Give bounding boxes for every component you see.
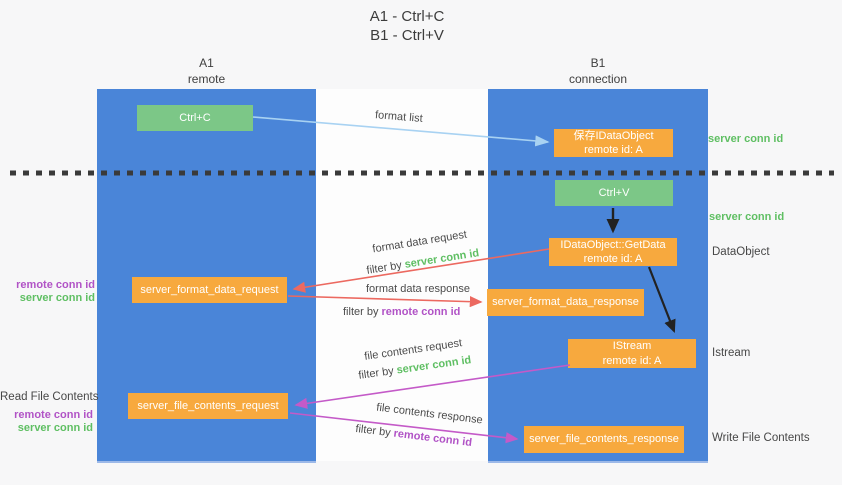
- left-server-conn-id-top: server conn id: [19, 292, 95, 305]
- left-remote-conn-id-top: remote conn id: [16, 279, 95, 291]
- lifeline-b1-role: connection: [568, 71, 628, 86]
- label-istream: Istream: [712, 347, 751, 359]
- title-line-1: A1 - Ctrl+C: [369, 8, 445, 25]
- node-server-file-contents-request: server_file_contents_request: [128, 393, 288, 419]
- node-server-format-data-request: server_format_data_request: [132, 277, 287, 303]
- filter-by-text: filter by: [343, 306, 382, 318]
- diagram-title: A1 - Ctrl+C B1 - Ctrl+V: [307, 8, 507, 46]
- left-server-conn-id-bottom: server conn id: [17, 422, 93, 435]
- lifeline-header-a1: A1 remote: [97, 56, 316, 87]
- node-istream: IStream remote id: A: [568, 339, 696, 368]
- left-remote-conn-id-bottom: remote conn id: [14, 409, 93, 421]
- label-write-file-contents: Write File Contents: [712, 432, 810, 444]
- node-save-idataobject-line2: remote id: A: [584, 144, 643, 156]
- node-ctrl-c: Ctrl+C: [137, 105, 253, 131]
- lifeline-a1-name: A1: [199, 56, 214, 70]
- node-istream-line1: IStream: [612, 340, 652, 353]
- lifeline-b1-name: B1: [590, 56, 606, 70]
- lifeline-header-b1: B1 connection: [488, 56, 708, 87]
- node-server-format-data-response: server_format_data_response: [487, 289, 644, 316]
- right-server-conn-id-top: server conn id: [708, 133, 784, 145]
- title-line-2: B1 - Ctrl+V: [370, 26, 444, 44]
- left-conn-id-block-top: remote conn id server conn id: [0, 279, 95, 305]
- label-format-data-response: format data response: [366, 283, 470, 295]
- lifeline-a1-role: remote: [187, 71, 226, 86]
- node-ctrl-v: Ctrl+V: [555, 180, 673, 206]
- node-save-idataobject: 保存IDataObject remote id: A: [554, 129, 673, 157]
- node-idataobject-getdata: IDataObject::GetData remote id: A: [549, 238, 677, 266]
- right-server-conn-id-mid: server conn id: [709, 211, 785, 223]
- node-idataobject-getdata-line1: IDataObject::GetData: [560, 238, 666, 251]
- remote-conn-id-text: remote conn id: [381, 306, 461, 318]
- left-conn-id-block-bottom: remote conn id server conn id: [0, 409, 93, 435]
- label-dataobject: DataObject: [712, 246, 770, 258]
- node-idataobject-getdata-line2: remote id: A: [583, 253, 643, 265]
- label-read-file-contents: Read File Contents: [0, 391, 99, 403]
- node-server-file-contents-response: server_file_contents_response: [524, 426, 684, 453]
- label-filter-by-remote-conn-id-1: filter by remote conn id: [343, 306, 460, 318]
- node-save-idataobject-line1: 保存IDataObject: [573, 129, 654, 142]
- node-istream-line2: remote id: A: [602, 354, 662, 367]
